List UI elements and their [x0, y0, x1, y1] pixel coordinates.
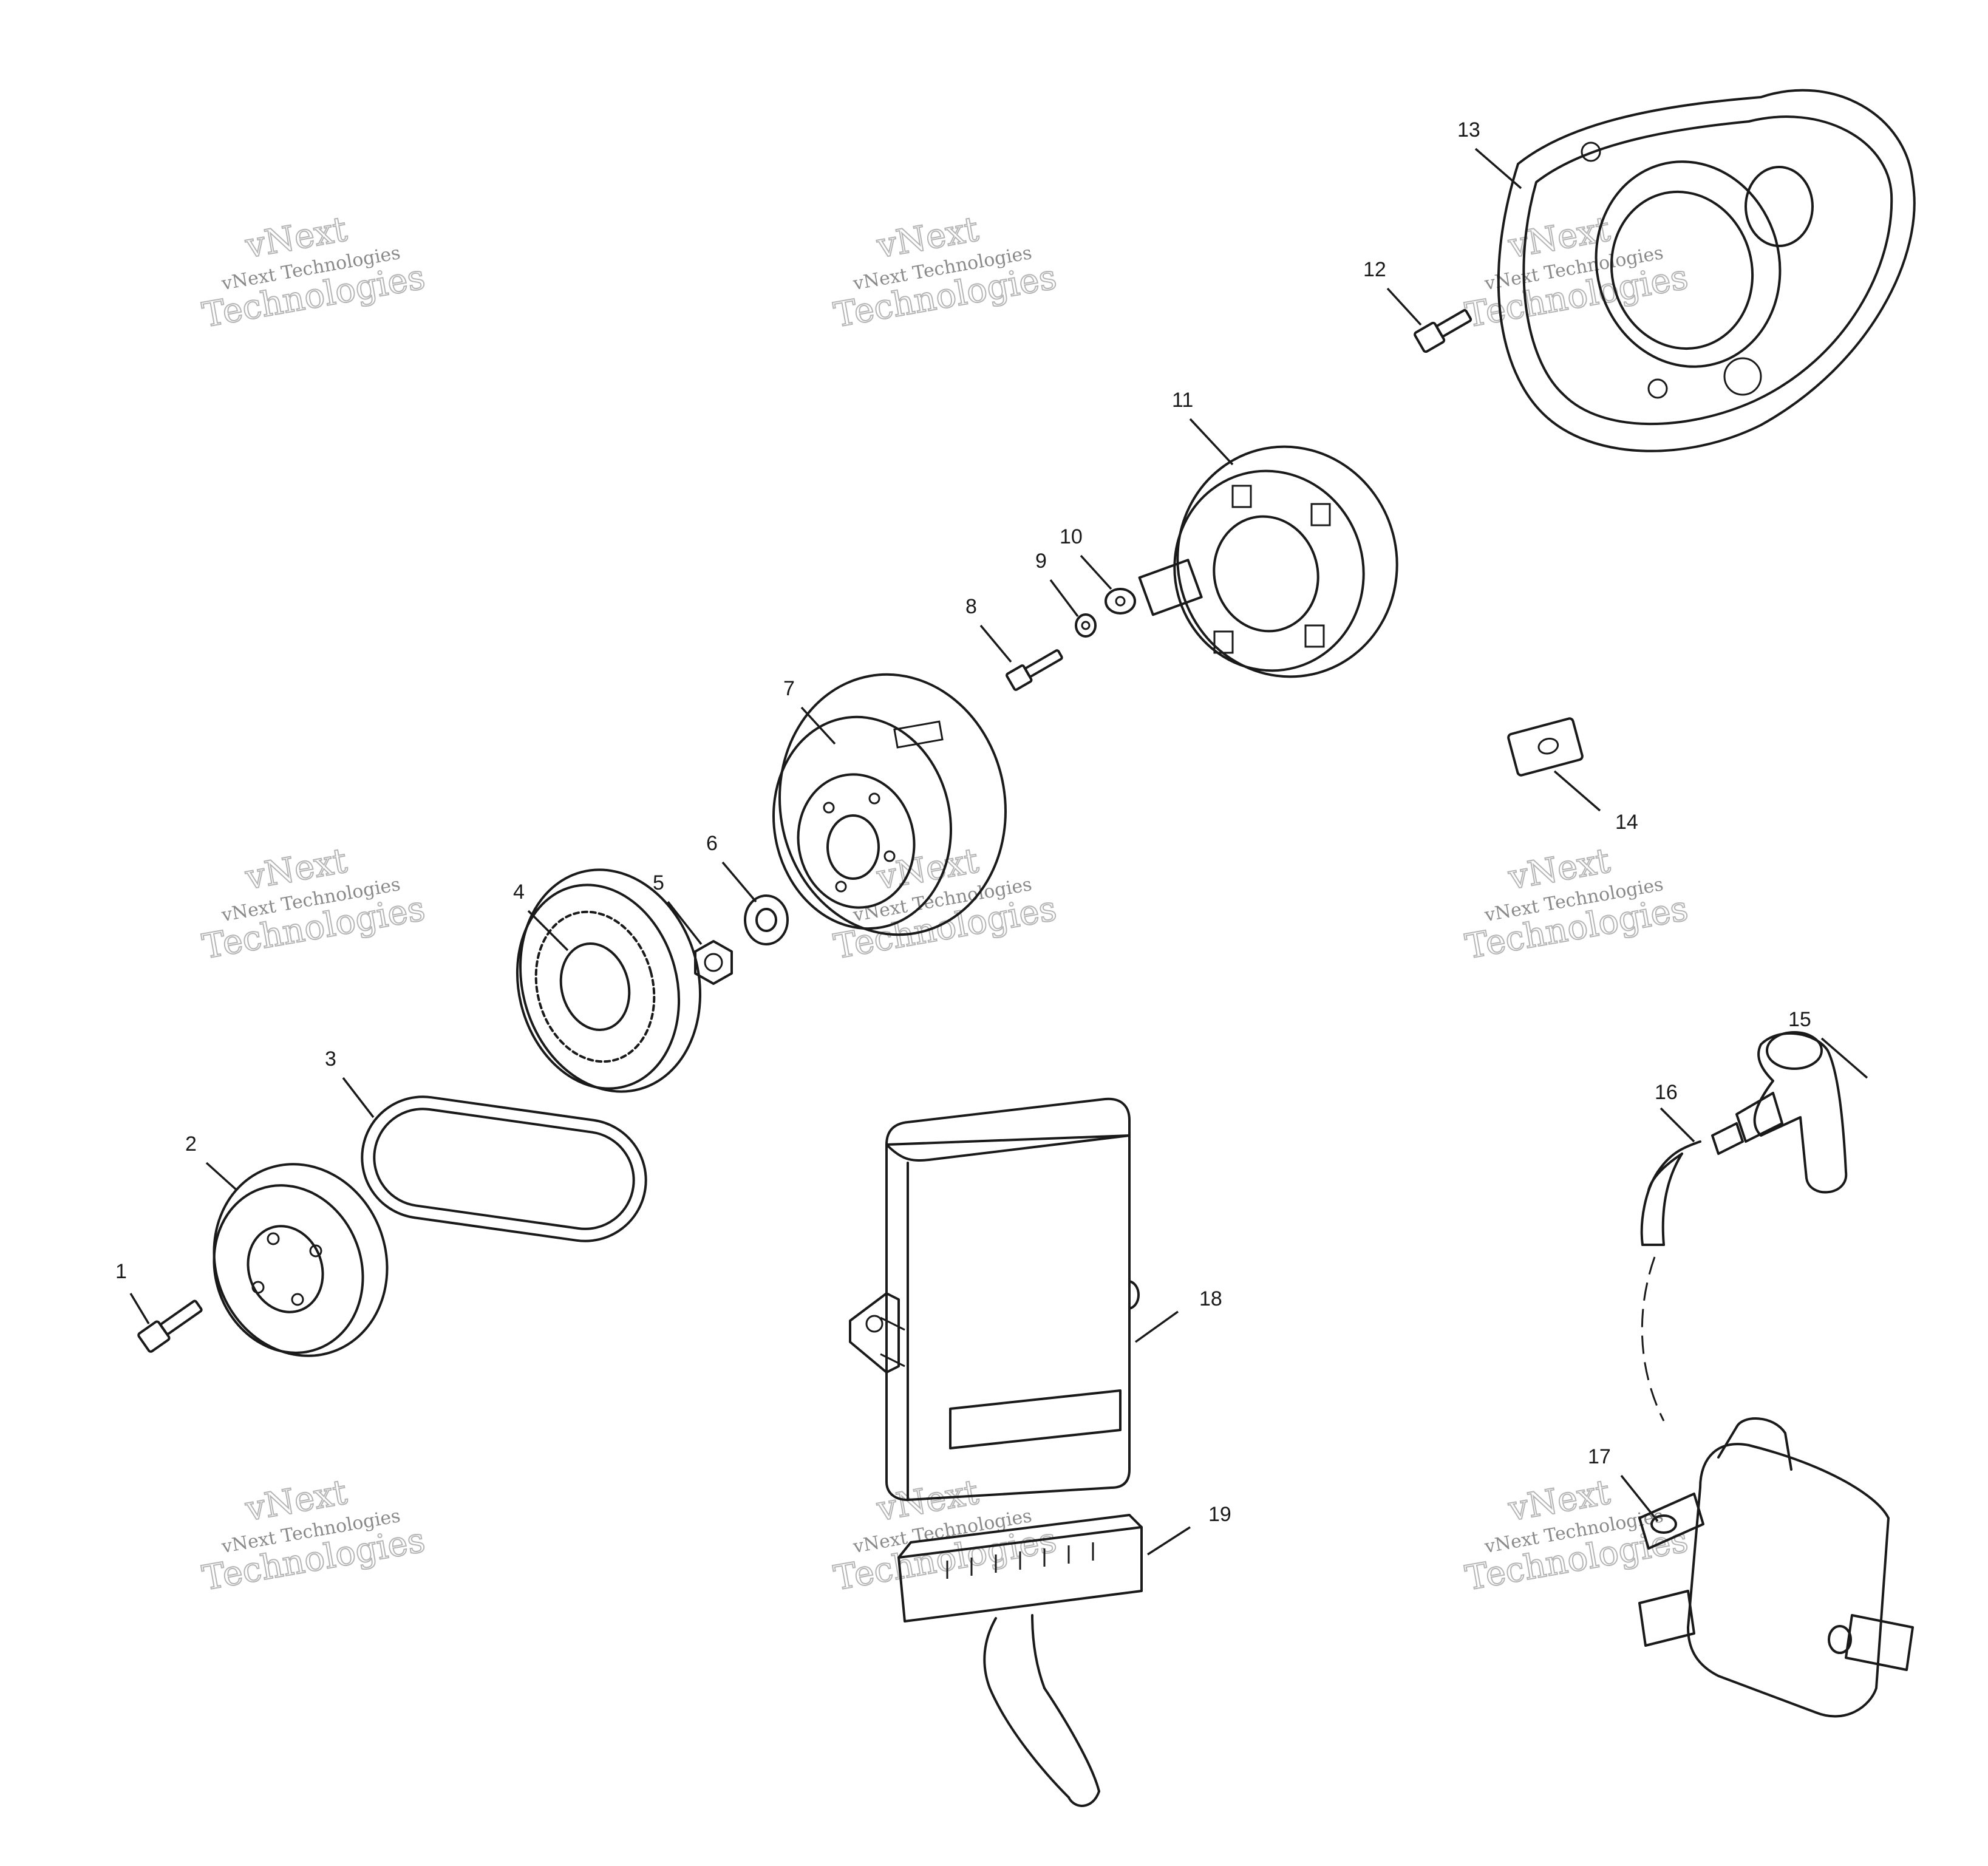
leader-12: [1386, 287, 1422, 326]
callout-14: 14: [1615, 811, 1638, 834]
watermark-1: vNext vNext Technologies Technologies: [199, 209, 429, 336]
watermark-5: vNext vNext Technologies Technologies: [831, 840, 1060, 967]
leader-16: [1660, 1107, 1695, 1143]
part-18-cdi-box: [849, 1097, 1140, 1501]
callout-7: 7: [783, 677, 795, 700]
watermark-6: vNext vNext Technologies Technologies: [1462, 840, 1692, 967]
part-16-wire: [1640, 1140, 1701, 1422]
leader-11: [1189, 418, 1234, 466]
part-17-ignition-coil: [1638, 1417, 1914, 1718]
watermark-7: vNext vNext Technologies Technologies: [199, 1472, 429, 1599]
part-1-bolt: [137, 1299, 203, 1353]
part-6-washer: [744, 894, 789, 945]
callout-1: 1: [115, 1260, 127, 1283]
callout-15: 15: [1788, 1008, 1811, 1031]
leader-19: [1147, 1526, 1191, 1556]
watermark-2: vNext vNext Technologies Technologies: [831, 209, 1060, 336]
part-5-nut: [694, 940, 733, 985]
part-2-pulley: [213, 1163, 389, 1357]
leader-8: [979, 624, 1012, 663]
leader-7: [800, 706, 836, 745]
watermark-3: vNext vNext Technologies Technologies: [1462, 209, 1692, 336]
callout-4: 4: [513, 880, 525, 904]
part-7-flywheel: [772, 673, 1007, 936]
part-13-crankcase-cover: [1497, 89, 1916, 452]
part-11-stator: [1138, 445, 1398, 678]
leader-18: [1134, 1310, 1179, 1343]
leader-9: [1049, 579, 1079, 618]
leader-1: [129, 1293, 150, 1324]
part-19-connector: [897, 1514, 1143, 1807]
leader-3: [342, 1077, 375, 1119]
callout-16: 16: [1655, 1081, 1678, 1104]
callout-17: 17: [1588, 1445, 1611, 1468]
callout-5: 5: [653, 871, 664, 894]
callout-9: 9: [1035, 550, 1047, 573]
leader-10: [1080, 554, 1112, 590]
leader-15: [1820, 1037, 1868, 1079]
callout-3: 3: [325, 1047, 336, 1071]
part-9-lockwasher: [1075, 613, 1097, 638]
callout-12: 12: [1363, 258, 1386, 281]
callout-2: 2: [185, 1132, 197, 1156]
callout-11: 11: [1172, 389, 1193, 412]
callout-13: 13: [1457, 118, 1480, 141]
part-12-bolt: [1414, 308, 1472, 353]
part-10-washer: [1105, 588, 1136, 615]
callout-18: 18: [1199, 1287, 1222, 1310]
leader-6: [721, 861, 757, 903]
part-3-belt: [361, 1095, 647, 1242]
leader-13: [1474, 148, 1522, 189]
leader-5: [667, 901, 703, 945]
leader-4: [527, 910, 569, 952]
part-8-bolt: [1006, 649, 1063, 691]
part-4-gear: [516, 868, 702, 1093]
part-14-clip-nut: [1507, 717, 1584, 777]
callout-6: 6: [706, 832, 718, 855]
leader-17: [1620, 1474, 1659, 1522]
callout-19: 19: [1208, 1503, 1231, 1526]
leader-2: [205, 1162, 238, 1191]
watermark-4: vNext vNext Technologies Technologies: [199, 840, 429, 967]
watermark-8: vNext vNext Technologies Technologies: [831, 1472, 1060, 1599]
leader-14: [1553, 770, 1601, 812]
part-15-spark-cap: [1711, 1031, 1848, 1194]
callout-10: 10: [1060, 525, 1083, 548]
callout-8: 8: [965, 595, 977, 618]
